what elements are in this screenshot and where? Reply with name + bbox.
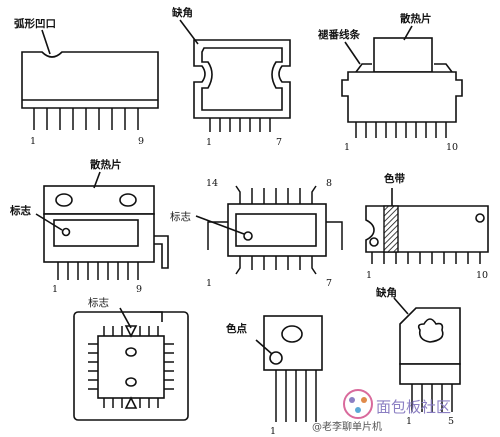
- package-g-qfp: 标志: [73, 296, 189, 421]
- leader-line: [35, 213, 63, 231]
- heatsink-tab: [373, 37, 433, 73]
- leader-line: [255, 339, 273, 355]
- pin-e-top-left: 14: [206, 178, 218, 189]
- watermark-main: 面包板社区: [376, 398, 451, 416]
- leader-line: [195, 215, 245, 235]
- color-dot: [269, 351, 283, 365]
- pin-c-last: 10: [446, 142, 458, 153]
- pin-c-first: 1: [344, 142, 350, 153]
- pin-f-first: 1: [366, 270, 372, 281]
- pin-h-first: 1: [270, 426, 276, 437]
- pin-e-bottom-left: 1: [206, 278, 212, 289]
- pin-i-first: 1: [406, 416, 412, 427]
- label-color-dot: 色点: [226, 322, 247, 335]
- pin-a-first: 1: [30, 136, 36, 147]
- package-e-body: [227, 203, 327, 257]
- leader-line: [179, 19, 199, 45]
- package-h-tab: [263, 315, 323, 371]
- label-mark-3: 标志: [88, 296, 109, 309]
- leader-line: [393, 297, 409, 315]
- leader-line: [403, 25, 413, 41]
- pin-a-last: 9: [138, 136, 144, 147]
- label-stripe: 褪番线条: [317, 28, 360, 41]
- package-c-heatsink: 褪番线条 散热片 1 10: [317, 12, 463, 153]
- pin-f-last: 10: [476, 270, 488, 281]
- pin-d-last: 9: [136, 284, 142, 295]
- package-i-bevel: 缺角 1 5: [375, 286, 461, 427]
- label-color-band: 色带: [384, 172, 405, 185]
- pin-b-last: 7: [276, 137, 282, 148]
- package-g-body: [97, 335, 165, 399]
- mark-triangle-bottom: [124, 396, 138, 409]
- label-arc-notch: 弧形凹口: [14, 17, 56, 30]
- package-c-body: [341, 71, 463, 123]
- label-bevel-2: 缺角: [375, 286, 397, 299]
- package-b-bevel: 缺角 1 7: [171, 6, 291, 148]
- pin-d-first: 1: [52, 284, 58, 295]
- pin-e-bottom-right: 7: [326, 278, 332, 289]
- watermark: 面包板社区 @老李聊单片机: [312, 389, 451, 433]
- label-mark-2: 标志: [170, 210, 191, 223]
- pin-i-last: 5: [448, 416, 454, 427]
- label-bevel-1: 缺角: [171, 6, 193, 19]
- package-i-body: [399, 363, 461, 385]
- watermark-logo-icon: [343, 389, 373, 419]
- pin1-dot: [61, 227, 71, 237]
- pin-e-top-right: 8: [326, 178, 332, 189]
- package-a-arc-notch: 弧形凹口 1 9: [14, 17, 159, 147]
- package-h-color-dot: 色点 1: [226, 315, 323, 437]
- color-band: [383, 205, 399, 253]
- leader-line: [344, 41, 361, 65]
- leader-line: [93, 171, 101, 189]
- label-heatsink-middle: 散热片: [90, 158, 122, 171]
- pin1-dot: [243, 231, 253, 241]
- package-i-tab: [399, 307, 461, 365]
- leader-line: [119, 307, 132, 329]
- label-heatsink-top: 散热片: [400, 12, 432, 25]
- package-f-color-band: 色带 1 10: [365, 172, 489, 281]
- mark-triangle-top: [124, 325, 138, 338]
- package-b-body: [193, 39, 291, 119]
- watermark-sub: @老李聊单片机: [312, 420, 382, 433]
- heatsink-plate: [43, 185, 155, 215]
- label-mark-1: 标志: [9, 204, 31, 217]
- pin-b-first: 1: [206, 137, 212, 148]
- package-d-body: [43, 213, 155, 263]
- package-e-dip: 标志 14 8 1 7: [170, 178, 343, 289]
- outer-frame: [73, 311, 189, 421]
- package-d-heatsink-mark: 散热片 标志 1 9: [9, 158, 169, 295]
- package-a-body: [21, 51, 159, 109]
- leader-line: [41, 29, 51, 55]
